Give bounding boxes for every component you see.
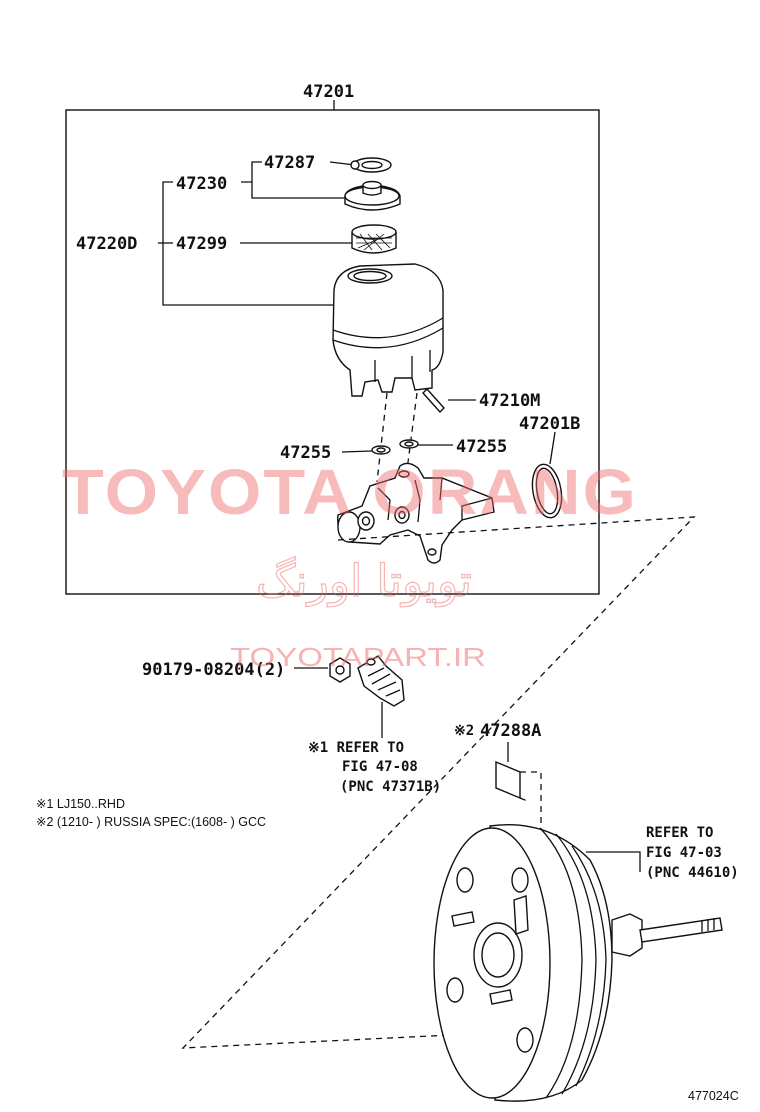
pin-part <box>422 387 445 414</box>
watermark-brand: TOYOTA ORANG <box>62 456 638 528</box>
watermark-farsi: تویوتا اورنگ <box>256 556 472 607</box>
figure-id: 477024C <box>688 1089 739 1103</box>
note-2: ※2 (1210- ) RUSSIA SPEC:(1608- ) GCC <box>36 815 266 829</box>
sensor-bracket-part <box>357 655 405 707</box>
label-47201[interactable]: 47201 <box>303 82 354 102</box>
booster-ref-line1: REFER TO <box>646 825 713 841</box>
sensor-ref-line2[interactable]: FIG 47-08 <box>342 759 418 775</box>
label-47287[interactable]: 47287 <box>264 153 315 173</box>
sensor-ref-line1: ※1 REFER TO <box>308 740 404 756</box>
grommet-left-part <box>371 445 391 455</box>
cap-part <box>344 180 401 211</box>
note-1: ※1 LJ150..RHD <box>36 797 125 811</box>
reservoir-tank-part <box>332 263 444 397</box>
cap-gasket-part <box>350 157 392 173</box>
label-47255-right[interactable]: 47255 <box>456 437 507 457</box>
mark-47288a: ※2 <box>454 723 474 739</box>
label-47210m[interactable]: 47210M <box>479 391 540 411</box>
label-47230[interactable]: 47230 <box>176 174 227 194</box>
label-47299[interactable]: 47299 <box>176 234 227 254</box>
strainer-part <box>351 224 397 254</box>
grommet-right-part <box>399 439 419 449</box>
booster-ref-line2[interactable]: FIG 47-03 <box>646 845 722 861</box>
gasket-plate-part <box>495 760 521 800</box>
booster-ref-line3: (PNC 44610) <box>646 865 739 881</box>
watermark-url: TOYOTAPART.IR <box>230 642 486 672</box>
label-47288a[interactable]: 47288A <box>480 721 541 741</box>
assembly-frame <box>65 109 600 595</box>
label-90179-08204[interactable]: 90179-08204(2) <box>142 660 285 680</box>
o-ring-part <box>531 463 563 519</box>
brake-booster-part <box>433 824 723 1102</box>
sensor-ref-line3: (PNC 47371B) <box>340 779 441 795</box>
nut-part <box>329 657 351 683</box>
label-47255-left[interactable]: 47255 <box>280 443 331 463</box>
label-47220d[interactable]: 47220D <box>76 234 137 254</box>
label-47201b[interactable]: 47201B <box>519 414 580 434</box>
